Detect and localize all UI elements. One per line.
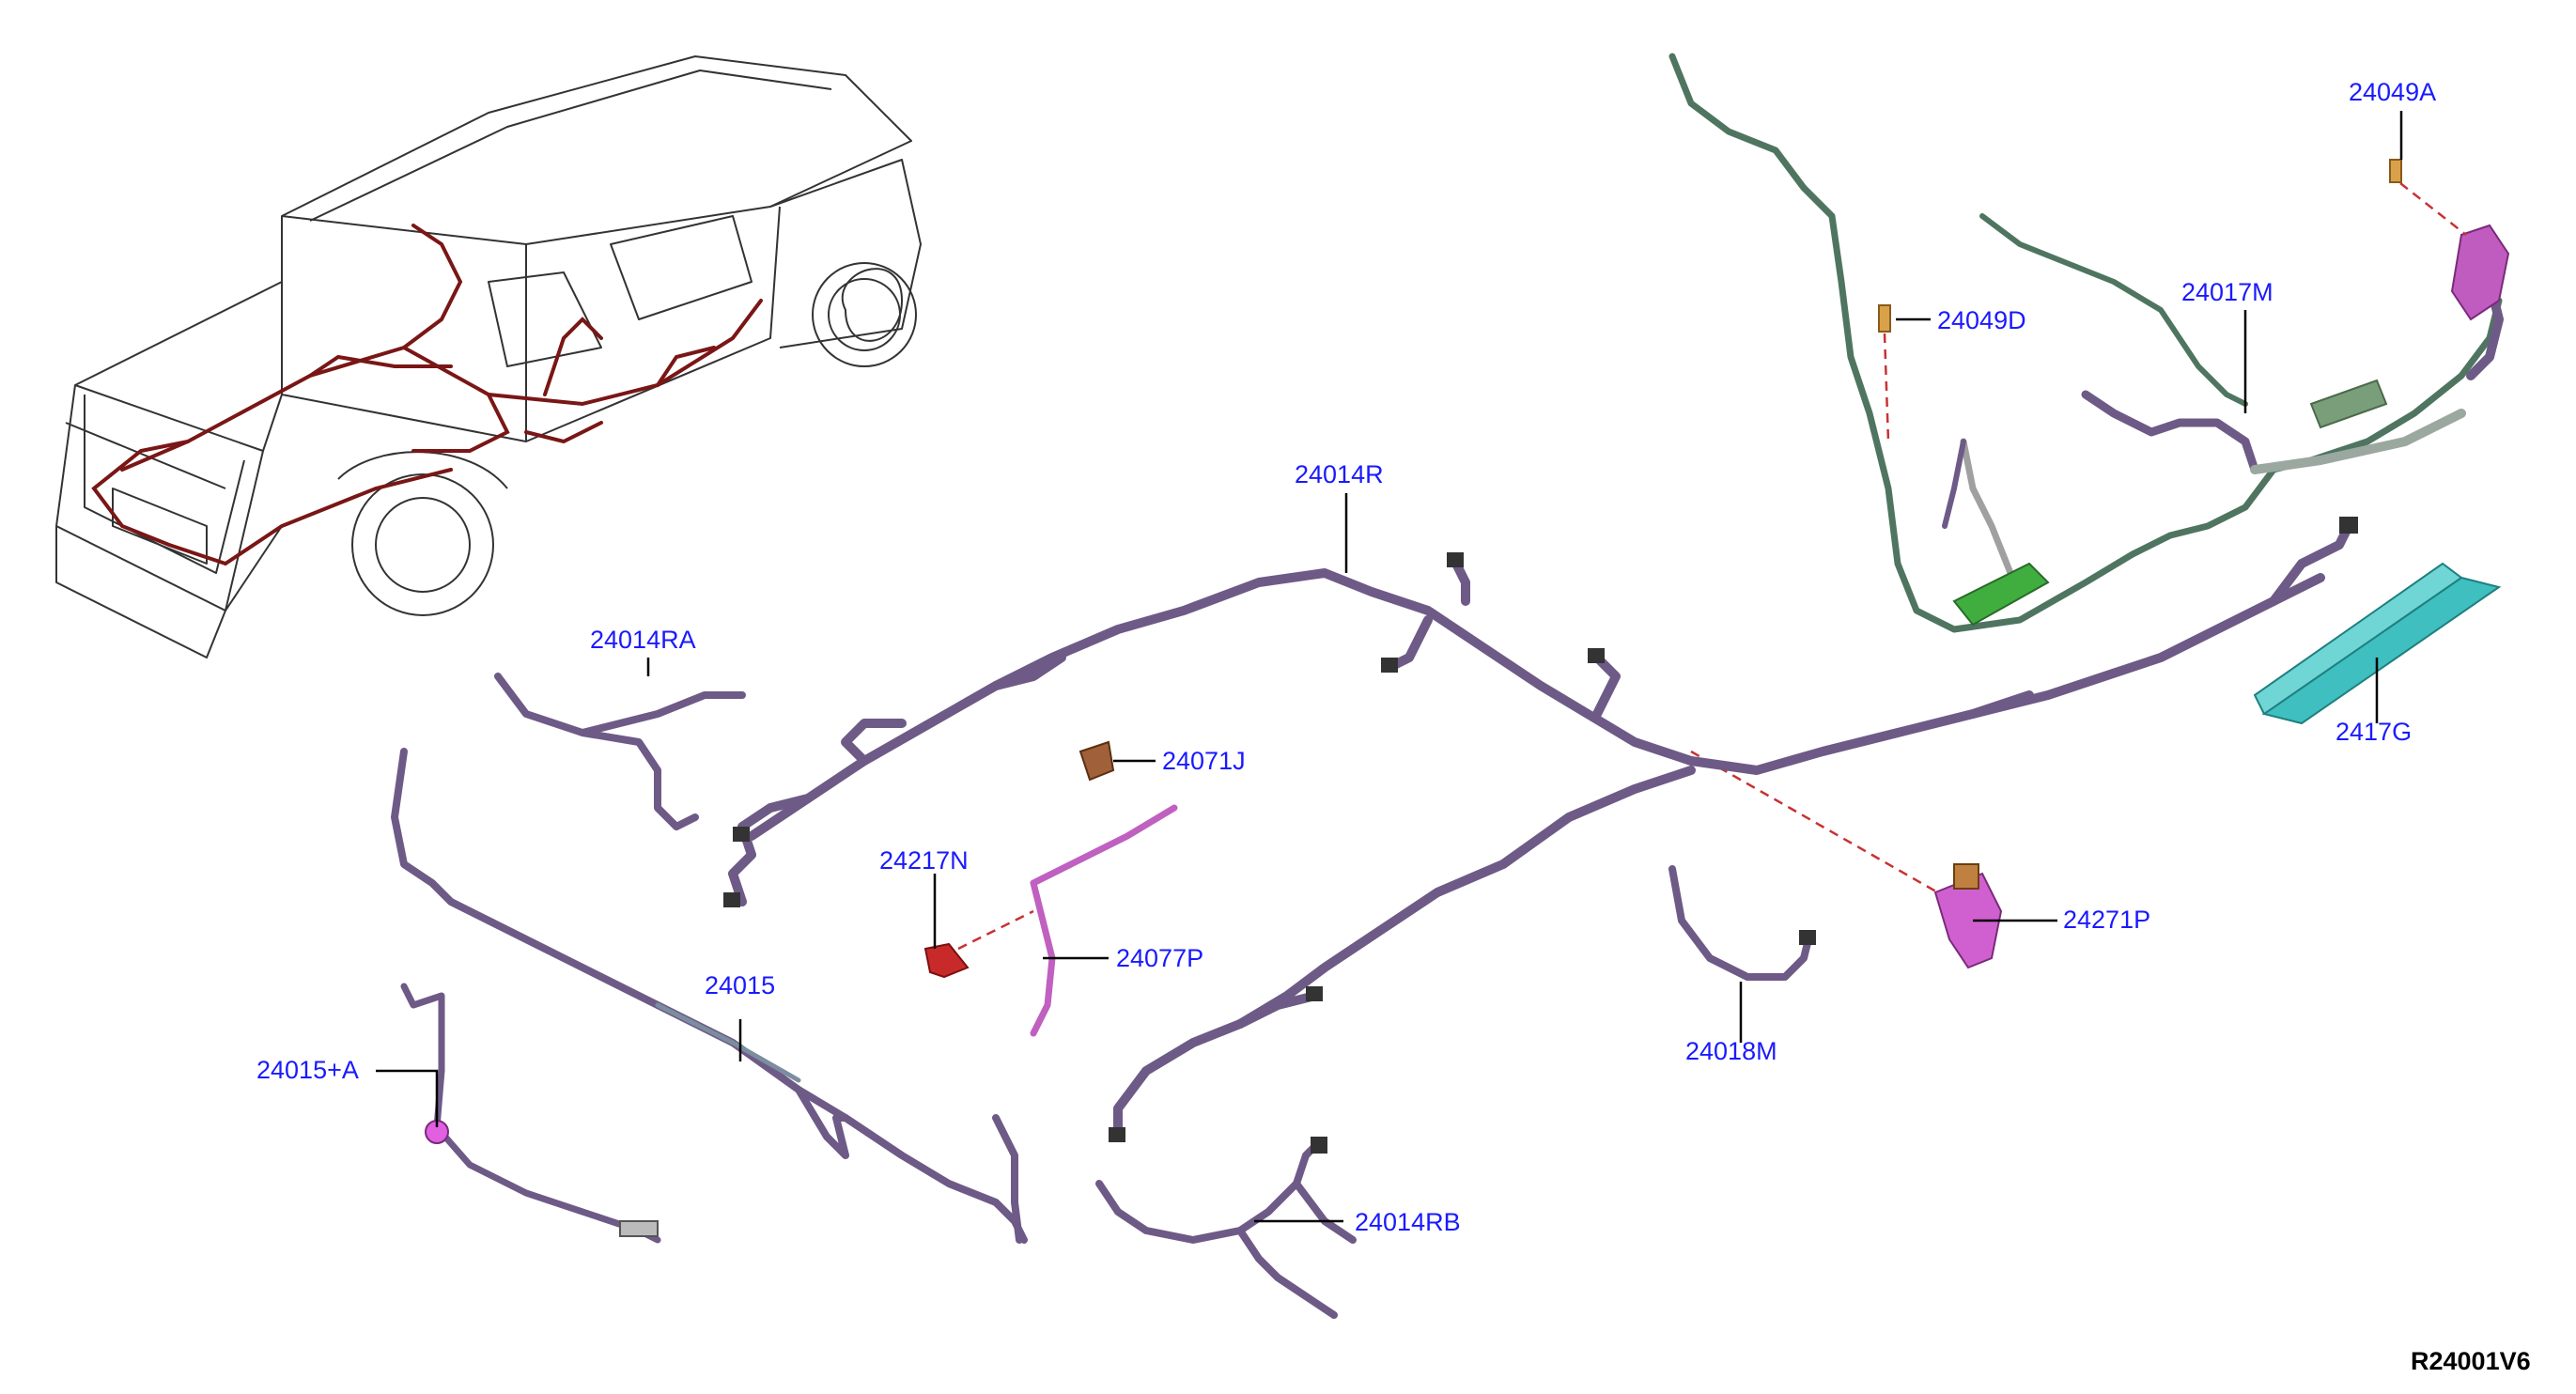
reference-code: R24001V6 [2411, 1347, 2531, 1375]
callout-2417g: 2417G [2335, 718, 2413, 746]
module-green [1952, 379, 2388, 627]
callout-24049d: 24049D [1937, 306, 2026, 334]
harness-24014ra[interactable] [494, 673, 746, 830]
harness-24017m[interactable] [1668, 53, 2504, 633]
vehicle-illustration [55, 55, 922, 658]
callout-24014ra: 24014RA [590, 626, 696, 654]
harness-24015a[interactable] [400, 983, 661, 1244]
callout-24014rb: 24014RB [1355, 1208, 1461, 1236]
vehicle-harness [91, 224, 763, 565]
connector-24018m [1799, 930, 1816, 945]
harness-24014r[interactable] [728, 521, 2353, 1141]
callout-24217n: 24217N [879, 846, 969, 875]
harness-24077p[interactable] [1030, 804, 1178, 1037]
connector-24014rb [1311, 1137, 1327, 1154]
callout-24049a: 24049A [2349, 78, 2437, 106]
part-24071j[interactable] [1079, 740, 1115, 782]
harness-24018m[interactable] [1668, 865, 1812, 981]
callout-24071j: 24071J [1162, 747, 1246, 775]
leader-lines [376, 111, 2403, 1223]
connector-24015a-end [619, 1220, 659, 1237]
callout-24017m: 24017M [2181, 278, 2273, 306]
part-24049a[interactable] [2389, 159, 2510, 321]
callout-24271p: 24271P [2063, 906, 2151, 934]
callout-24015a: 24015+A [256, 1056, 359, 1084]
harness-24014rb[interactable] [1095, 1142, 1357, 1319]
part-24271p[interactable] [1933, 863, 2003, 969]
callout-24018m: 24018M [1685, 1037, 1777, 1065]
sill-cover-teal [2253, 562, 2502, 725]
part-24217n[interactable] [923, 942, 970, 979]
harness-24015[interactable] [391, 748, 1028, 1244]
callout-24015: 24015 [705, 971, 776, 999]
callout-24077p: 24077P [1116, 944, 1204, 972]
connectors-24014r [723, 517, 2358, 1142]
callout-24014r: 24014R [1295, 460, 1384, 488]
dashed-links [957, 182, 2467, 951]
part-24049d[interactable] [1878, 304, 1891, 333]
